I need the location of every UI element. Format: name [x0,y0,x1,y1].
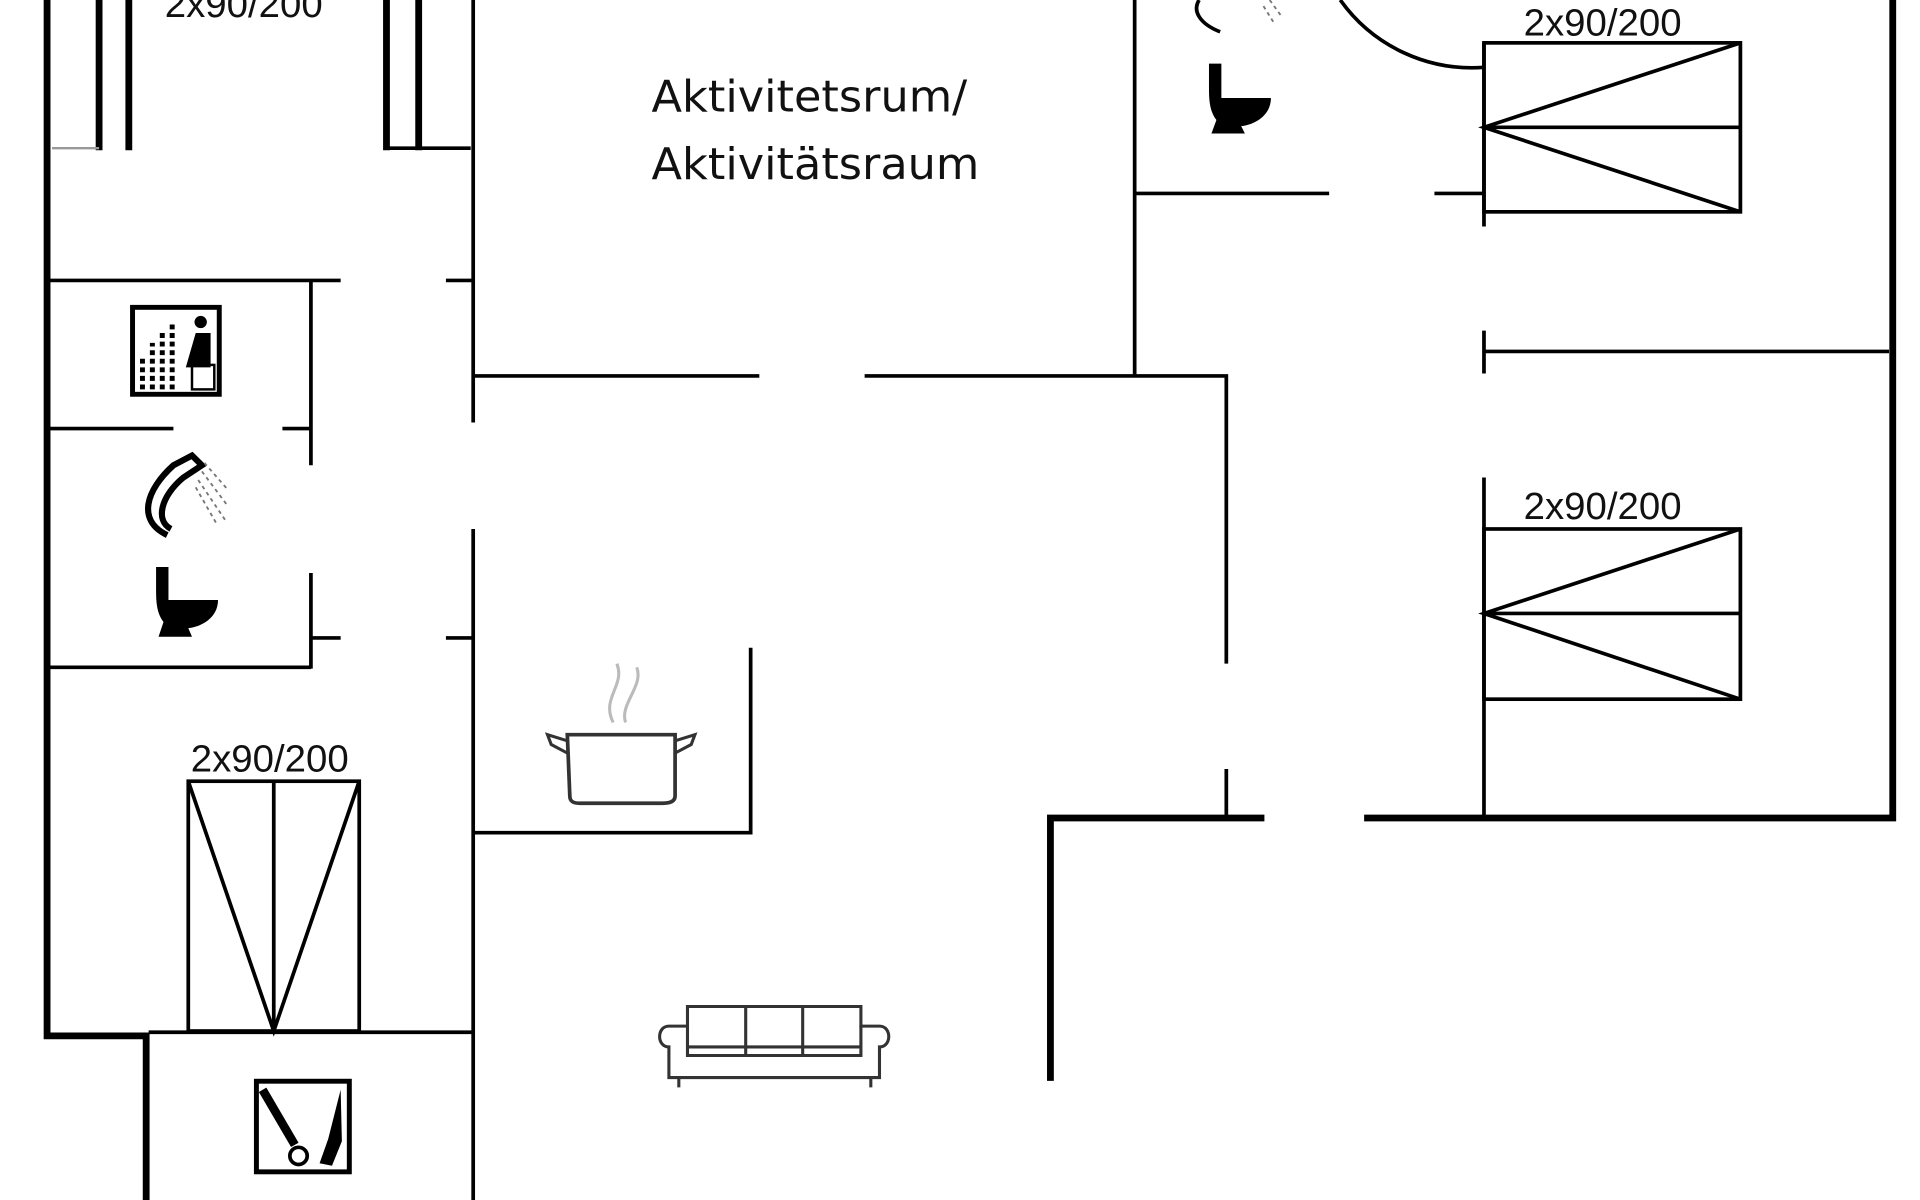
shower-icon [1194,0,1283,34]
cooking-pot-icon [544,663,698,806]
toilet-icon [1208,63,1271,134]
shower-icon [145,451,229,538]
bed-label: 2x90/200 [165,0,323,26]
bed-label: 2x90/200 [191,738,349,781]
sauna-icon [130,304,222,397]
toilet-icon [156,566,219,637]
bed-label: 2x90/200 [1524,2,1682,45]
bed-bottom-left [186,779,362,1037]
bed-middle-right [1478,527,1743,702]
door-swing-arc [1338,0,1485,70]
room-label: Aktivitätsraum [652,139,980,190]
sofa-icon [658,1005,891,1088]
bed-top-right [1478,41,1743,214]
bed-label: 2x90/200 [1524,485,1682,528]
outer-walls [43,0,1897,1200]
room-label: Aktivitetsrum/ [652,72,968,123]
utility-room-icon [253,1078,352,1175]
